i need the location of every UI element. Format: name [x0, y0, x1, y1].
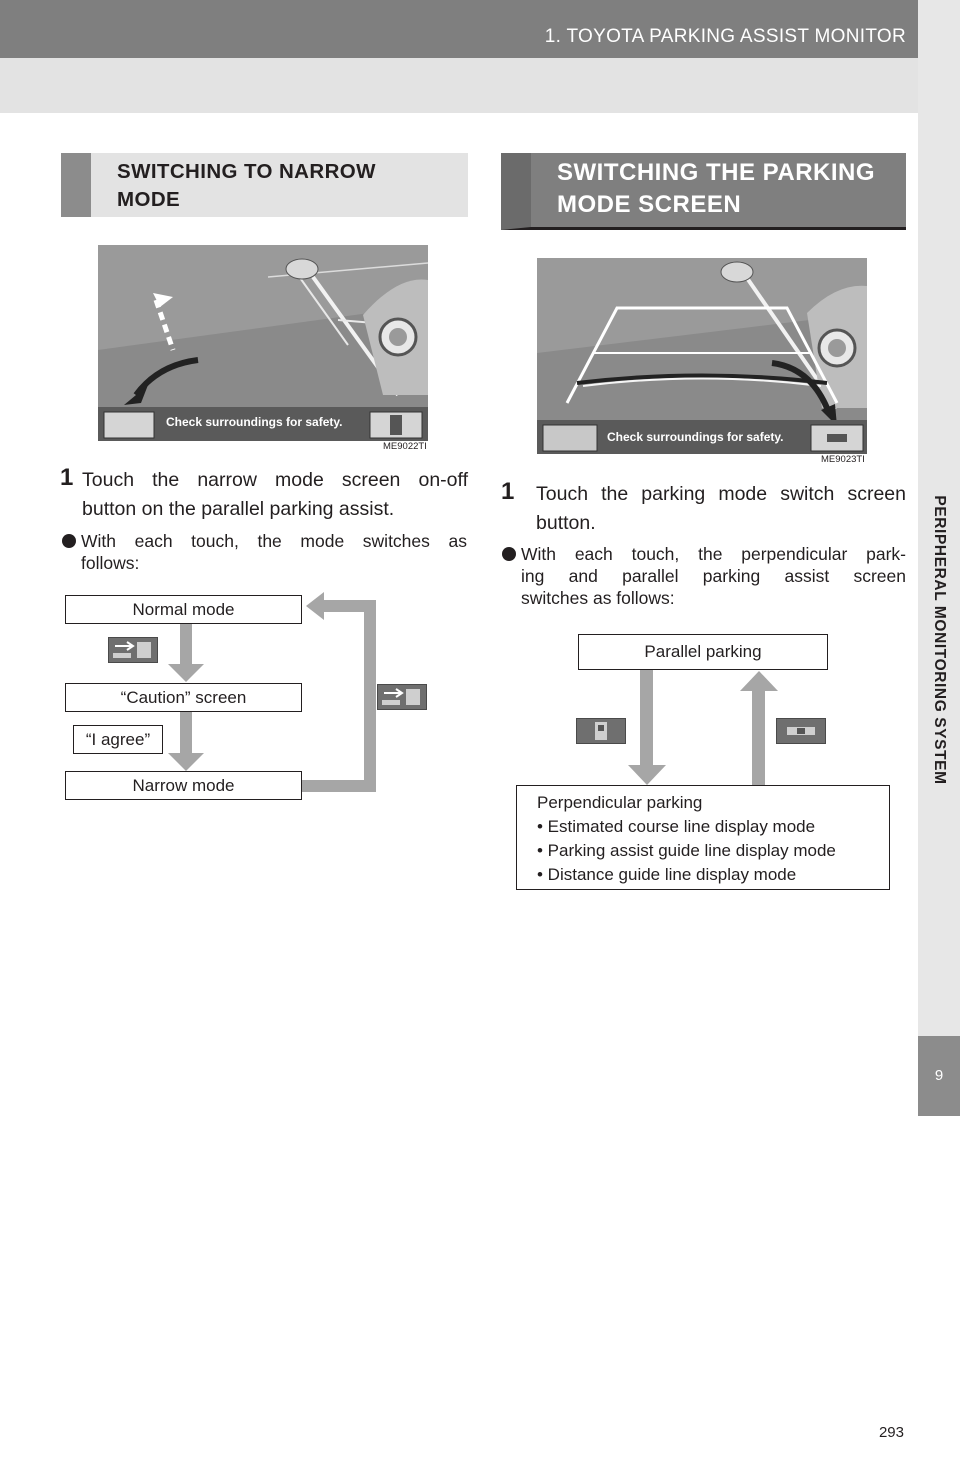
parking-mode-screenshot: Check surroundings for safety.	[537, 258, 867, 454]
bullet-circle-icon	[62, 534, 76, 548]
arrow-down-icon	[627, 669, 667, 785]
flow-normal-mode: Normal mode	[65, 595, 302, 624]
page-number: 293	[878, 1424, 904, 1441]
arrow-down-icon	[166, 709, 206, 771]
step-number: 1	[60, 464, 74, 491]
flow-caution-screen: “Caution” screen	[65, 683, 302, 712]
parking-mode-icon	[776, 718, 826, 744]
flow-narrow-mode: Narrow mode	[65, 771, 302, 800]
perpendicular-title: Perpendicular parking	[537, 793, 703, 812]
step-number: 1	[501, 478, 515, 505]
step-text: Touch the narrow mode screen on-off butt…	[82, 469, 468, 520]
image-code-label: ME9022TI	[380, 441, 430, 453]
flow-perpendicular-parking: Perpendicular parking • Estimated course…	[516, 785, 890, 890]
arrow-up-icon	[739, 671, 779, 787]
perpendicular-item: • Parking assist guide line display mode	[537, 841, 836, 860]
step-text: Touch the parking mode switch screen but…	[536, 483, 906, 534]
parking-mode-icon	[576, 718, 626, 744]
screen-message: Check surroundings for safety.	[166, 415, 343, 429]
header-bar	[0, 0, 960, 58]
perpendicular-item: • Estimated course line display mode	[537, 817, 816, 836]
section-title: 1. TOYOTA PARKING ASSIST MONITOR	[544, 26, 906, 47]
flow-parallel-parking: Parallel parking	[578, 634, 828, 670]
flow-i-agree: “I agree”	[73, 725, 163, 754]
bullet-text: With each touch, the perpendicular park-…	[521, 544, 906, 608]
header-subbar	[0, 58, 960, 113]
perpendicular-item: • Distance guide line display mode	[537, 865, 797, 884]
image-code-label: ME9023TI	[818, 454, 868, 466]
narrow-mode-screenshot: Check surroundings for safety. ME9022TI	[98, 245, 428, 441]
screen-message: Check surroundings for safety.	[607, 430, 784, 444]
chapter-number: 9	[918, 1036, 960, 1116]
chapter-side-tab	[918, 0, 960, 1116]
arrow-down-icon	[166, 620, 206, 682]
bullet-text: With each touch, the mode switches as fo…	[81, 531, 467, 573]
return-loop-arrow	[302, 590, 382, 792]
narrow-mode-icon	[108, 637, 158, 663]
bullet-circle-icon	[502, 547, 516, 561]
narrow-mode-icon	[377, 684, 427, 710]
